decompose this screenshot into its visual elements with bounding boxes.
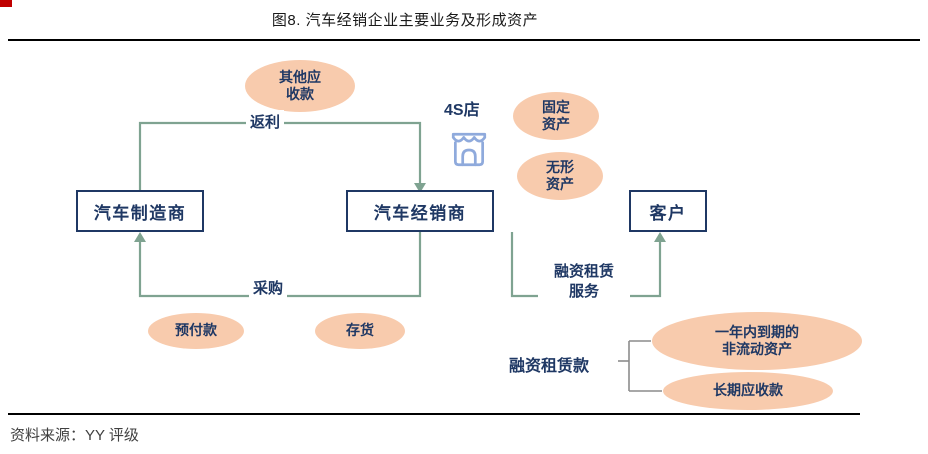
lease-service-line1: 融资租赁 bbox=[553, 263, 614, 280]
purchase-label: 采购 bbox=[249, 276, 288, 299]
longterm-receivables-ellipse: 长期应收款 bbox=[663, 372, 833, 410]
inventory-label: 存货 bbox=[346, 322, 374, 339]
source-note: 资料来源：YY 评级 bbox=[10, 427, 139, 444]
other-receivables-line2: 收款 bbox=[286, 86, 314, 102]
dealer-label: 汽车经销商 bbox=[373, 203, 467, 223]
other-receivables-ellipse: 其他应 收款 bbox=[245, 60, 355, 112]
customer-label: 客户 bbox=[649, 203, 687, 223]
fixed-assets-line1: 固定 bbox=[542, 98, 570, 115]
noncurrent-assets-ellipse: 一年内到期的 非流动资产 bbox=[652, 312, 862, 370]
rebate-arrow-line bbox=[138, 121, 422, 190]
rebate-label: 返利 bbox=[246, 110, 285, 133]
shop-label: 4S店 bbox=[444, 102, 480, 119]
corner-accent-mark bbox=[0, 0, 12, 7]
lease-service-arrow-head bbox=[654, 232, 666, 242]
dealer-box: 汽车经销商 bbox=[346, 190, 494, 232]
prepayment-ellipse: 预付款 bbox=[148, 313, 244, 349]
lease-service-label: 融资租赁 服务 bbox=[538, 262, 630, 303]
intangible-assets-line1: 无形 bbox=[546, 158, 574, 175]
manufacturer-label: 汽车制造商 bbox=[93, 203, 187, 223]
intangible-assets-ellipse: 无形 资产 bbox=[517, 152, 603, 200]
manufacturer-box: 汽车制造商 bbox=[76, 190, 204, 232]
source-divider bbox=[8, 413, 860, 415]
longterm-receivables-label: 长期应收款 bbox=[713, 382, 783, 399]
other-receivables-line1: 其他应 bbox=[279, 68, 321, 85]
lease-service-line2: 服务 bbox=[568, 283, 599, 301]
purchase-arrow-head bbox=[134, 232, 146, 242]
noncurrent-assets-line1: 一年内到期的 bbox=[715, 323, 799, 340]
customer-box: 客户 bbox=[629, 190, 707, 232]
prepayment-label: 预付款 bbox=[175, 322, 217, 339]
lease-receivable-label: 融资租赁款 bbox=[509, 358, 590, 375]
title-divider bbox=[8, 39, 920, 41]
figure-title: 图8. 汽车经销企业主要业务及形成资产 bbox=[271, 12, 539, 29]
fixed-assets-ellipse: 固定 资产 bbox=[513, 92, 599, 140]
shop-icon bbox=[451, 132, 487, 167]
fixed-assets-line2: 资产 bbox=[542, 116, 570, 132]
intangible-assets-line2: 资产 bbox=[546, 176, 574, 192]
inventory-ellipse: 存货 bbox=[315, 313, 405, 349]
noncurrent-assets-line2: 非流动资产 bbox=[722, 341, 792, 357]
